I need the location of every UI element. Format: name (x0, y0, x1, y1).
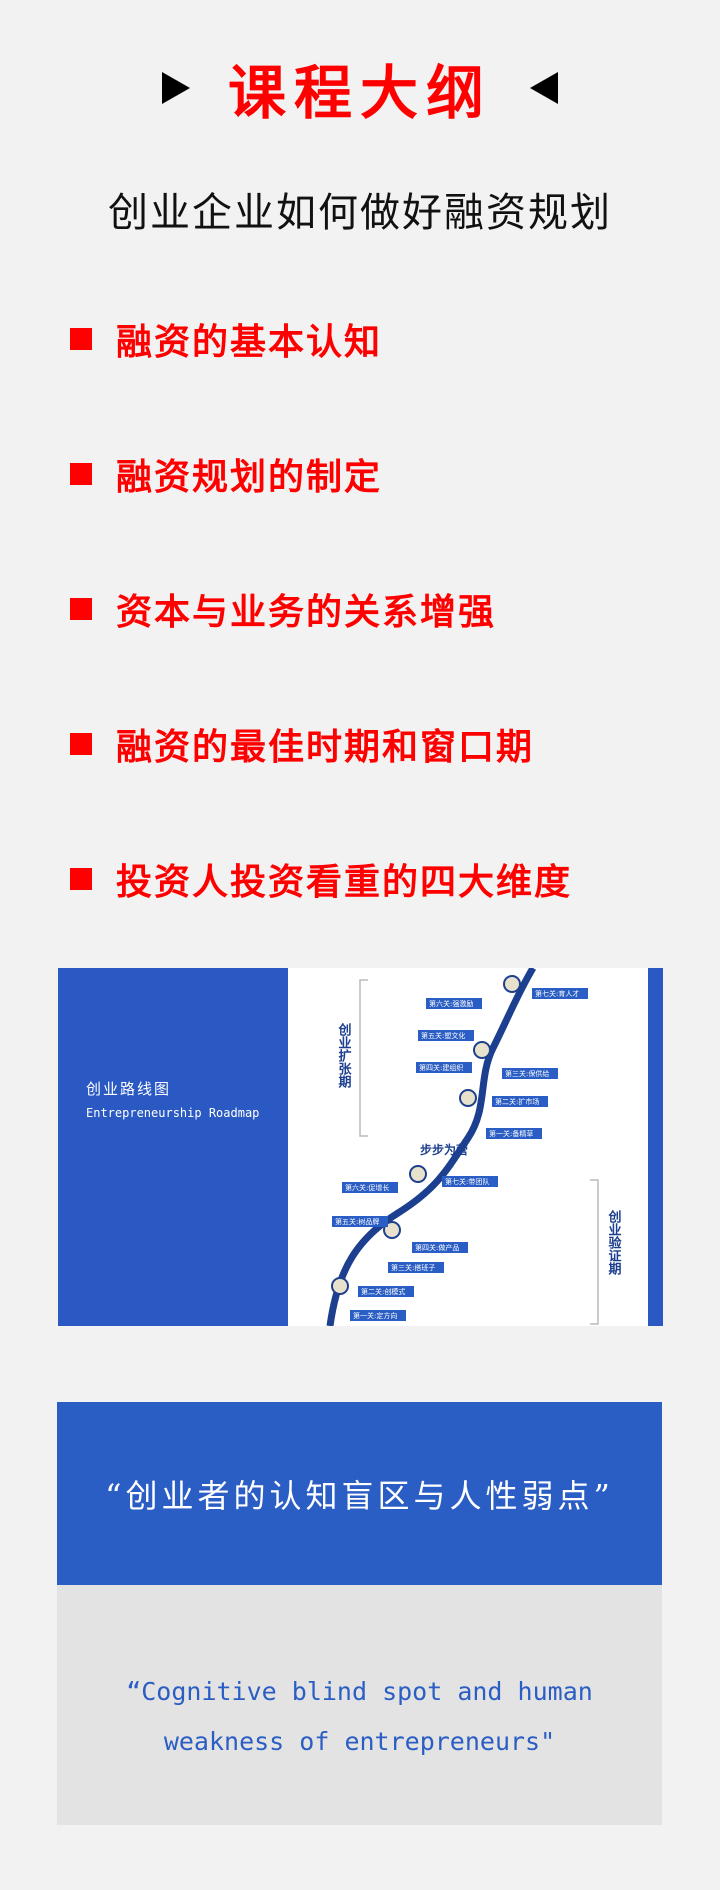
roadmap-svg: 创业扩张期 创业验证期 步步为营 第七关:育人才 第六关:强激励 第五关:塑文化… (326, 968, 623, 1326)
outline-item-label: 资本与业务的关系增强 (116, 592, 497, 633)
stage-label: 第七关:育人才 (535, 989, 579, 998)
outline-item-label: 投资人投资看重的四大维度 (116, 862, 573, 903)
section-header: 课程大纲 (0, 48, 720, 128)
station-node (409, 1165, 427, 1183)
quote-banner: “创业者的认知盲区与人性弱点” (57, 1402, 662, 1585)
outline-item: 融资的最佳时期和窗口期 (70, 714, 534, 774)
outline-item: 融资规划的制定 (70, 444, 382, 504)
quote-en-line1: “Cognitive blind spot and human (126, 1677, 593, 1706)
bullet-square-icon (70, 598, 92, 620)
stage-label: 第七关:带团队 (445, 1177, 489, 1186)
stage-label: 第五关:塑文化 (421, 1031, 465, 1040)
stage-label: 第一关:备精草 (489, 1129, 533, 1138)
outline-item-label: 融资规划的制定 (116, 457, 383, 498)
bracket-bottom (590, 1179, 599, 1325)
bullet-square-icon (70, 868, 92, 890)
stage-label: 第一关:定方向 (353, 1311, 397, 1320)
quote-zh: “创业者的认知盲区与人性弱点” (105, 1476, 614, 1515)
stage-label: 第二关:创模式 (361, 1287, 405, 1296)
stage-label: 第三关:保供给 (505, 1069, 549, 1078)
triangle-right-icon (161, 72, 190, 104)
roadmap-title: 创业路线图 (86, 1080, 172, 1098)
bullet-square-icon (70, 733, 92, 755)
roadmap-image: 创业路线图 Entrepreneurship Roadmap 创业扩张期 创业验… (58, 968, 663, 1326)
milestone-label: 步步为营 (420, 1142, 468, 1157)
triangle-left-icon (530, 72, 558, 104)
stage-label: 第二关:扩市场 (495, 1097, 539, 1106)
phase-bottom-label: 创业验证期 (606, 1209, 623, 1276)
stage-label: 第六关:强激励 (429, 999, 473, 1008)
station-node (473, 1041, 491, 1059)
stage-label: 第三关:搭班子 (391, 1263, 435, 1272)
station-node (503, 975, 521, 993)
quote-en-line2: weakness of entrepreneurs" (163, 1727, 556, 1756)
outline-item: 融资的基本认知 (70, 309, 382, 369)
outline-item: 资本与业务的关系增强 (70, 579, 496, 639)
course-subtitle: 创业企业如何做好融资规划 (108, 190, 612, 236)
bracket-top (359, 979, 368, 1137)
stage-label: 第六关:促增长 (345, 1183, 389, 1192)
station-node (331, 1277, 349, 1295)
stage-label: 第四关:建组织 (419, 1063, 463, 1072)
outline-item: 投资人投资看重的四大维度 (70, 849, 572, 909)
station-node (459, 1089, 477, 1107)
road-path (326, 968, 537, 1326)
bullet-square-icon (70, 328, 92, 350)
roadmap-subtitle: Entrepreneurship Roadmap (86, 1106, 260, 1120)
bullet-square-icon (70, 463, 92, 485)
stage-label: 第五关:树品牌 (335, 1217, 379, 1226)
outline-item-label: 融资的最佳时期和窗口期 (116, 727, 535, 768)
roadmap-illustration: 创业扩张期 创业验证期 步步为营 第七关:育人才 第六关:强激励 第五关:塑文化… (288, 968, 648, 1326)
quote-translation: “Cognitive blind spot and human weakness… (57, 1585, 662, 1825)
page-title: 课程大纲 (227, 59, 492, 127)
outline-item-label: 融资的基本认知 (116, 322, 383, 363)
stage-label: 第四关:做产品 (415, 1243, 459, 1252)
phase-top-label: 创业扩张期 (336, 1022, 353, 1089)
